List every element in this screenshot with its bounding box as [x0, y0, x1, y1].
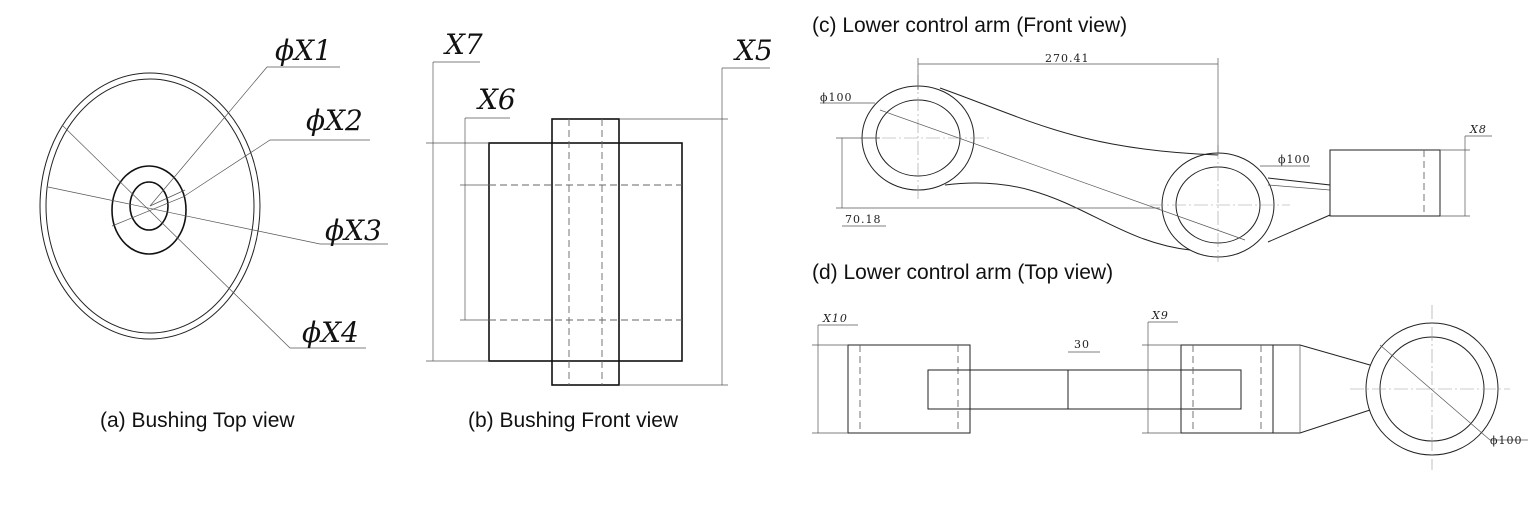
- arm-bar-top: [927, 369, 1242, 410]
- left-bushing-top: [847, 344, 971, 434]
- dim-x8: X8: [1469, 123, 1487, 136]
- dim-dia-left: ϕ100: [820, 91, 853, 104]
- leader-x4: [61, 124, 366, 349]
- dim-30: 30: [1074, 338, 1090, 351]
- leader-inner: [149, 189, 186, 207]
- dim-x6: X6: [476, 83, 516, 116]
- outer-inner-ellipse: [45, 78, 255, 334]
- dim-x9: X9: [1151, 309, 1169, 322]
- dim-x4: ϕX4: [302, 316, 359, 349]
- outer-body: [488, 142, 683, 362]
- dim-dia-mid: ϕ100: [1278, 153, 1311, 166]
- caption-b: (b) Bushing Front view: [468, 409, 679, 432]
- arm-front-view: (c) Lower control arm (Front view) 270.4…: [812, 14, 1492, 262]
- arm-top-view: (d) Lower control arm (Top view) ϕ100 X1…: [812, 261, 1528, 470]
- bushing-front-view: X7 X6 X5 (b) Bushing Front view: [426, 28, 773, 432]
- leader-x1: [149, 66, 340, 207]
- outer-ellipse: [39, 72, 261, 340]
- arm-bushing: [1329, 149, 1441, 217]
- bore-ellipse: [129, 181, 169, 231]
- dim-x2: ϕX2: [306, 104, 363, 137]
- leader-x2: [111, 139, 370, 227]
- dim-x7: X7: [443, 28, 483, 61]
- dim-x3: ϕX3: [325, 214, 382, 247]
- dim-70: 70.18: [845, 213, 882, 226]
- inner-sleeve: [551, 118, 620, 386]
- caption-c: (c) Lower control arm (Front view): [812, 14, 1127, 37]
- caption-d: (d) Lower control arm (Top view): [812, 261, 1113, 284]
- dim-x10: X10: [822, 312, 848, 325]
- leader-x3: [47, 186, 388, 245]
- mid-bushing-top: [1180, 344, 1274, 434]
- hub-ellipse: [111, 165, 187, 255]
- caption-a: (a) Bushing Top view: [100, 409, 295, 432]
- dim-dia-right: ϕ100: [1490, 434, 1523, 447]
- dim-x5: X5: [733, 34, 773, 67]
- dim-x1: ϕX1: [275, 34, 332, 67]
- bushing-top-view: ϕX1 ϕX2 ϕX3 ϕX4 (a) Bushing Top view: [39, 34, 388, 432]
- dim-270: 270.41: [1045, 52, 1090, 65]
